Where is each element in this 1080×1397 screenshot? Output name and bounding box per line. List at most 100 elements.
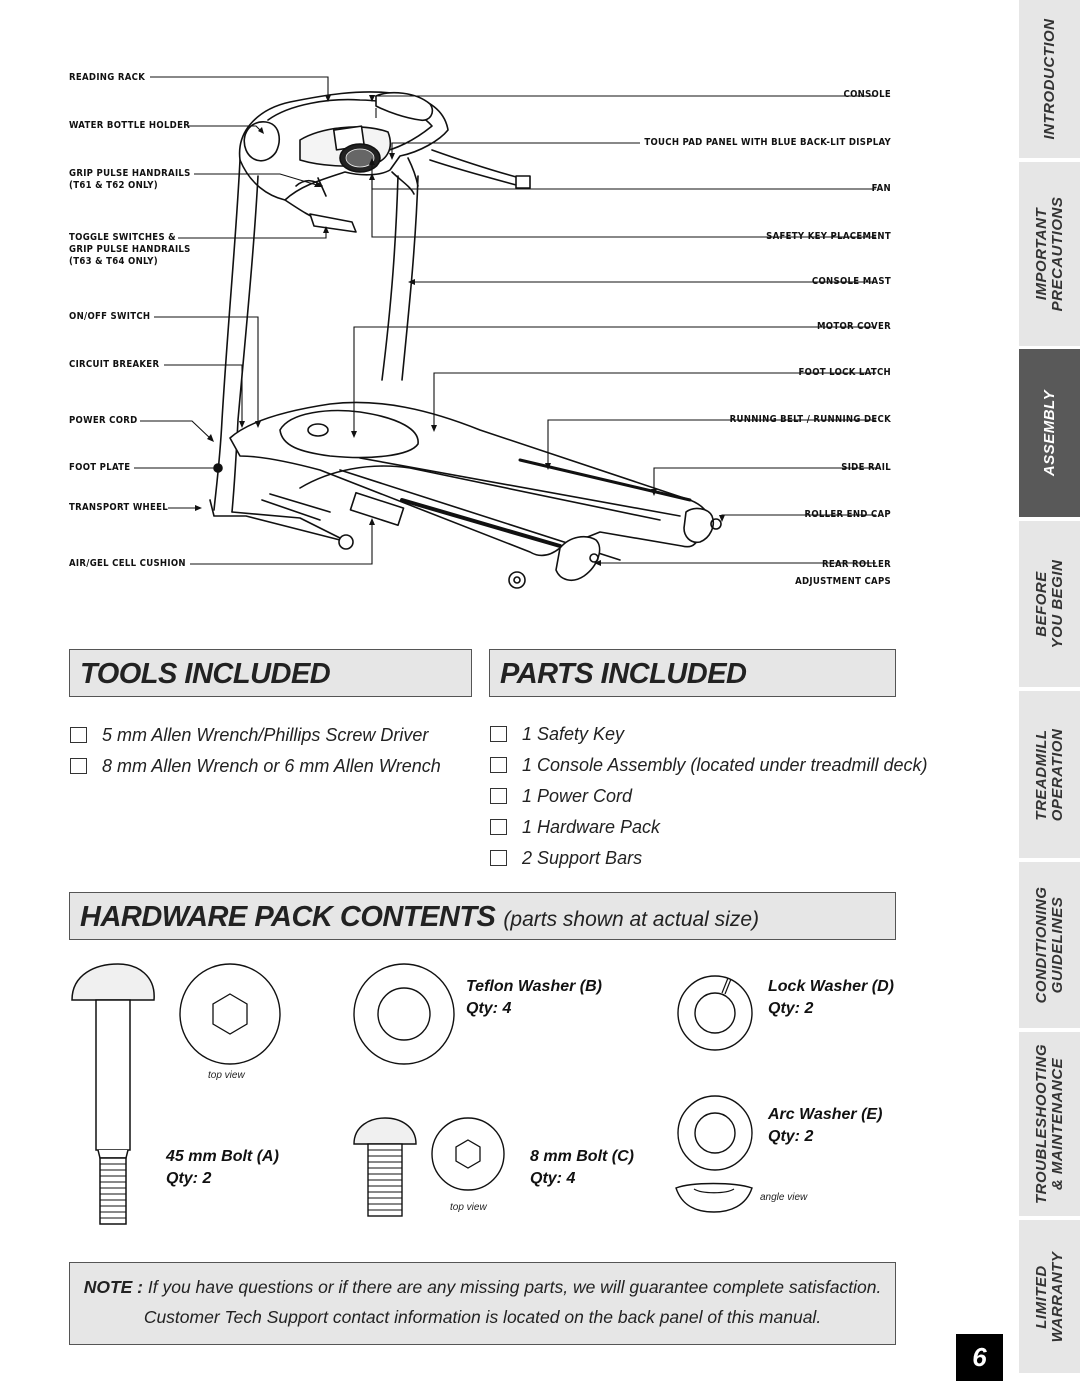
callout-console-mast: CONSOLE MAST bbox=[811, 276, 891, 287]
callout-circuit-breaker: CIRCUIT BREAKER bbox=[69, 359, 160, 370]
callout-transport-wheel: TRANSPORT WHEEL bbox=[69, 502, 169, 513]
tools-included-header: TOOLS INCLUDED bbox=[69, 649, 472, 697]
bolt-c-qty: Qty: 4 bbox=[530, 1170, 576, 1187]
callout-power-cord: POWER CORD bbox=[69, 415, 138, 426]
washer-d-qty: Qty: 2 bbox=[768, 1000, 814, 1017]
washer-b-illustration bbox=[353, 963, 455, 1065]
checkbox[interactable] bbox=[490, 788, 507, 804]
parts-item: 1 Safety Key bbox=[490, 723, 928, 754]
tools-item-label: 5 mm Allen Wrench/Phillips Screw Driver bbox=[102, 725, 429, 745]
bolt-a-side-illustration bbox=[71, 963, 155, 1225]
bolt-c-name: 8 mm Bolt (C) bbox=[530, 1148, 634, 1165]
tools-checklist: 5 mm Allen Wrench/Phillips Screw Driver … bbox=[70, 724, 441, 786]
tools-item: 5 mm Allen Wrench/Phillips Screw Driver bbox=[70, 724, 441, 755]
washer-d-label: Lock Washer (D) Qty: 2 bbox=[768, 976, 894, 1020]
hardware-pack-header: HARDWARE PACK CONTENTS(parts shown at ac… bbox=[69, 892, 896, 940]
callout-toggle-switches-sub: GRIP PULSE HANDRAILS bbox=[69, 244, 191, 255]
tab-introduction[interactable]: INTRODUCTION bbox=[1019, 0, 1080, 158]
callout-fan: FAN bbox=[871, 183, 891, 194]
tools-item-label: 8 mm Allen Wrench or 6 mm Allen Wrench bbox=[102, 756, 441, 776]
note-lead: NOTE : bbox=[83, 1277, 143, 1297]
note-line-2: Customer Tech Support contact informatio… bbox=[143, 1307, 822, 1327]
parts-item: 1 Console Assembly (located under treadm… bbox=[490, 754, 928, 785]
note-line-1: NOTE : If you have questions or if there… bbox=[70, 1277, 895, 1298]
bolt-a-top-illustration bbox=[179, 963, 281, 1065]
callout-toggle-switches-models: (T63 & T64 ONLY) bbox=[69, 256, 159, 267]
tab-assembly[interactable]: ASSEMBLY bbox=[1019, 349, 1080, 517]
bolt-a-qty: Qty: 2 bbox=[166, 1170, 212, 1187]
parts-item-label: 1 Safety Key bbox=[522, 724, 625, 744]
parts-included-title: PARTS INCLUDED bbox=[500, 658, 747, 690]
bolt-a-name: 45 mm Bolt (A) bbox=[166, 1148, 279, 1165]
tab-troubleshooting-maintenance[interactable]: TROUBLESHOOTING& MAINTENANCE bbox=[1019, 1032, 1080, 1216]
callout-grip-pulse-handrails-title: GRIP PULSE HANDRAILS bbox=[69, 168, 191, 179]
tools-item: 8 mm Allen Wrench or 6 mm Allen Wrench bbox=[70, 755, 441, 786]
parts-checklist: 1 Safety Key 1 Console Assembly (located… bbox=[490, 723, 928, 878]
callout-toggle-switches: TOGGLE SWITCHES & GRIP PULSE HANDRAILS (… bbox=[69, 232, 191, 268]
callout-grip-pulse-handrails-models: (T61 & T62 ONLY) bbox=[69, 180, 159, 191]
hardware-pack-title: HARDWARE PACK CONTENTS(parts shown at ac… bbox=[80, 901, 760, 933]
callout-air-gel-cell-cushion: AIR/GEL CELL CUSHION bbox=[69, 558, 186, 569]
washer-e-view-label: angle view bbox=[760, 1192, 808, 1203]
checkbox[interactable] bbox=[70, 758, 87, 774]
washer-e-name: Arc Washer (E) bbox=[768, 1106, 883, 1123]
callout-water-bottle-holder: WATER BOTTLE HOLDER bbox=[69, 120, 191, 131]
treadmill-diagram bbox=[134, 76, 876, 589]
hardware-pack-subtitle: (parts shown at actual size) bbox=[503, 908, 760, 931]
tools-included-title: TOOLS INCLUDED bbox=[80, 658, 331, 690]
checkbox[interactable] bbox=[490, 757, 507, 773]
parts-item-label: 1 Console Assembly (located under treadm… bbox=[522, 755, 928, 775]
washer-d-name: Lock Washer (D) bbox=[768, 978, 894, 995]
callout-foot-lock-latch: FOOT LOCK LATCH bbox=[798, 367, 891, 378]
callout-side-rail: SIDE RAIL bbox=[841, 462, 891, 473]
note-line-1-text: If you have questions or if there are an… bbox=[147, 1277, 882, 1297]
parts-item: 1 Power Cord bbox=[490, 785, 928, 816]
washer-d-illustration bbox=[677, 975, 753, 1051]
checkbox[interactable] bbox=[490, 819, 507, 835]
callout-touch-pad-panel: TOUCH PAD PANEL WITH BLUE BACK-LIT DISPL… bbox=[644, 137, 891, 148]
washer-e-angle-illustration bbox=[675, 1182, 753, 1213]
washer-b-qty: Qty: 4 bbox=[466, 1000, 512, 1017]
page-number: 6 bbox=[956, 1334, 1003, 1381]
washer-b-label: Teflon Washer (B) Qty: 4 bbox=[466, 976, 602, 1020]
washer-e-top-illustration bbox=[677, 1095, 753, 1171]
checkbox[interactable] bbox=[70, 727, 87, 743]
callout-foot-plate: FOOT PLATE bbox=[69, 462, 131, 473]
tab-troubleshooting-maintenance-label: TROUBLESHOOTING& MAINTENANCE bbox=[1032, 1044, 1066, 1204]
callout-on-off-switch: ON/OFF SWITCH bbox=[69, 311, 151, 322]
callout-motor-cover: MOTOR COVER bbox=[816, 321, 891, 332]
bolt-a-label: 45 mm Bolt (A) Qty: 2 bbox=[166, 1146, 279, 1190]
washer-e-qty: Qty: 2 bbox=[768, 1128, 814, 1145]
bolt-c-top-illustration bbox=[431, 1117, 505, 1191]
parts-item-label: 2 Support Bars bbox=[522, 848, 643, 868]
bolt-a-view-label: top view bbox=[208, 1070, 245, 1081]
callout-running-belt: RUNNING BELT / RUNNING DECK bbox=[729, 414, 891, 425]
bolt-c-label: 8 mm Bolt (C) Qty: 4 bbox=[530, 1146, 634, 1190]
checkbox[interactable] bbox=[490, 726, 507, 742]
callout-roller-end-cap: ROLLER END CAP bbox=[804, 509, 891, 520]
tab-assembly-label: ASSEMBLY bbox=[1040, 389, 1058, 477]
callout-rear-roller-sub: ADJUSTMENT CAPS bbox=[795, 576, 891, 587]
callout-reading-rack: READING RACK bbox=[69, 72, 146, 83]
parts-item: 2 Support Bars bbox=[490, 847, 928, 878]
callout-safety-key-placement: SAFETY KEY PLACEMENT bbox=[766, 231, 891, 242]
tab-introduction-label: INTRODUCTION bbox=[1040, 18, 1058, 140]
bolt-c-view-label: top view bbox=[450, 1202, 487, 1213]
checkbox[interactable] bbox=[490, 850, 507, 866]
callout-toggle-switches-title: TOGGLE SWITCHES & bbox=[69, 232, 176, 243]
callout-rear-roller: REAR ROLLER ADJUSTMENT CAPS bbox=[795, 556, 891, 590]
washer-e-label: Arc Washer (E) Qty: 2 bbox=[768, 1104, 882, 1148]
note-box: NOTE : If you have questions or if there… bbox=[69, 1262, 896, 1345]
callout-rear-roller-title: REAR ROLLER bbox=[821, 559, 891, 570]
parts-included-header: PARTS INCLUDED bbox=[489, 649, 896, 697]
callout-console: CONSOLE bbox=[843, 89, 891, 100]
